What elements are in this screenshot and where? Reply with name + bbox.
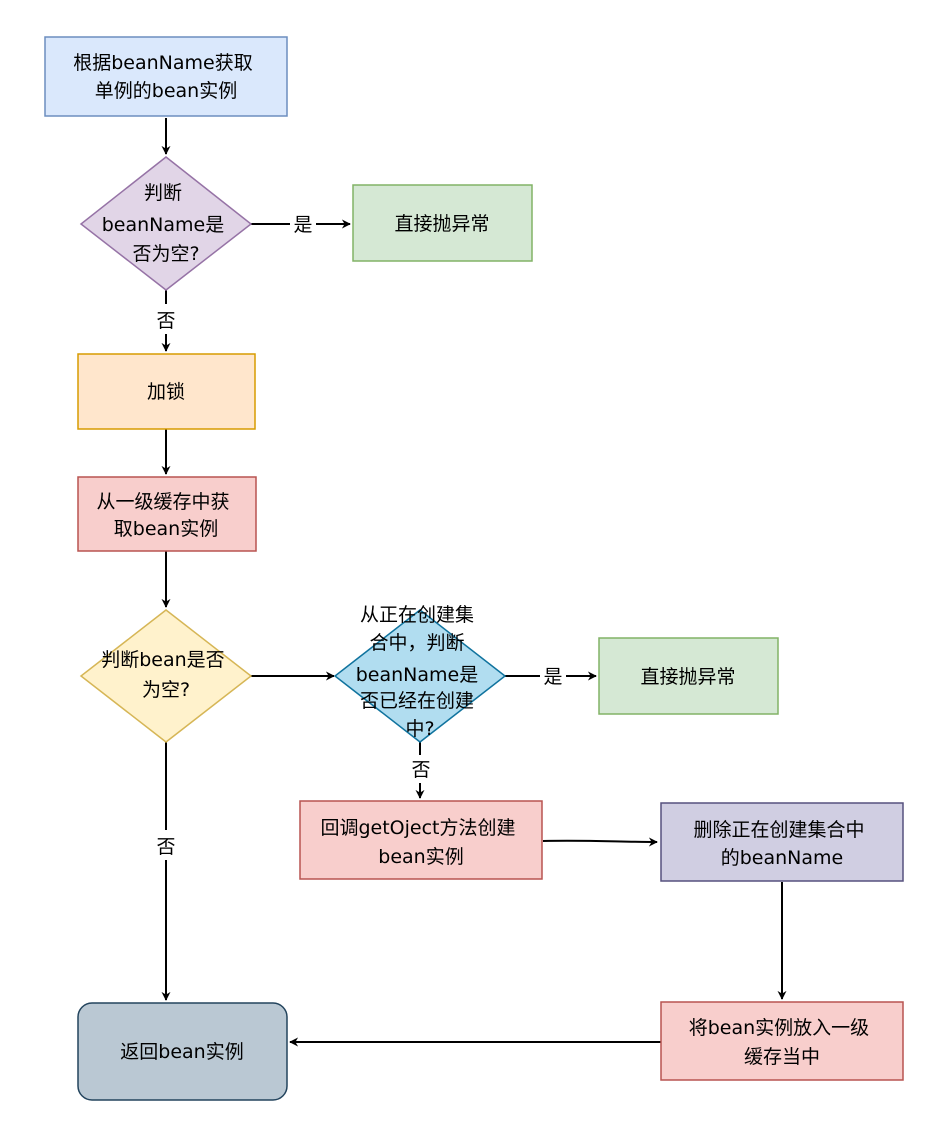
edge-label-check-creating-yes: 是 [543, 666, 562, 688]
node-return-bean-label: 返回bean实例 [120, 1041, 243, 1063]
node-check-bean-label: 判断bean是否 为空? [101, 649, 230, 701]
node-throw-exception-1[interactable]: 直接抛异常 [352, 184, 533, 262]
node-lock[interactable]: 加锁 [77, 353, 256, 430]
node-put-into-cache-label: 将bean实例放入一级 缓存当中 [689, 1017, 875, 1068]
node-get-singleton-label: 根据beanName获取 单例的bean实例 [73, 52, 259, 102]
edge-label-check-name-yes: 是 [293, 214, 312, 236]
node-get-from-cache-label: 从一级缓存中获 取bean实例 [96, 491, 235, 540]
node-remove-from-creating[interactable]: 删除正在创建集合中 的beanName [660, 802, 904, 882]
node-callback-get-object[interactable]: 回调getOject方法创建 bean实例 [299, 800, 543, 880]
node-lock-label: 加锁 [147, 381, 185, 403]
edge-label-check-creating-no: 否 [411, 759, 430, 781]
edges [161, 118, 787, 1047]
node-throw-exception-1-label: 直接抛异常 [394, 213, 489, 235]
node-get-singleton[interactable]: 根据beanName获取 单例的bean实例 [44, 36, 288, 117]
edge-labels: 是 否 否 是 否 [153, 211, 566, 860]
nodes: 根据beanName获取 单例的bean实例 判断 beanName是 否为空?… [44, 36, 904, 1101]
node-put-into-cache[interactable]: 将bean实例放入一级 缓存当中 [660, 1001, 904, 1081]
node-throw-exception-2[interactable]: 直接抛异常 [598, 637, 779, 715]
node-throw-exception-2-label: 直接抛异常 [640, 666, 735, 688]
node-check-bean[interactable]: 判断bean是否 为空? [79, 609, 253, 743]
node-return-bean[interactable]: 返回bean实例 [77, 1002, 288, 1101]
edge-label-check-bean-no: 否 [156, 836, 175, 858]
node-check-name-label: 判断 beanName是 否为空? [102, 182, 231, 265]
node-check-creating-label: 从正在创建集 合中，判断 beanName是 否已经在创建 中? [356, 604, 485, 740]
node-get-from-cache[interactable]: 从一级缓存中获 取bean实例 [77, 476, 257, 552]
node-check-creating[interactable]: 从正在创建集 合中，判断 beanName是 否已经在创建 中? [333, 604, 507, 743]
edge-label-check-name-no: 否 [156, 310, 175, 332]
node-check-name[interactable]: 判断 beanName是 否为空? [79, 156, 253, 291]
node-remove-from-creating-label: 删除正在创建集合中 的beanName [693, 819, 870, 869]
edge-callback-to-remove [542, 837, 658, 847]
node-callback-get-object-label: 回调getOject方法创建 bean实例 [320, 817, 521, 868]
